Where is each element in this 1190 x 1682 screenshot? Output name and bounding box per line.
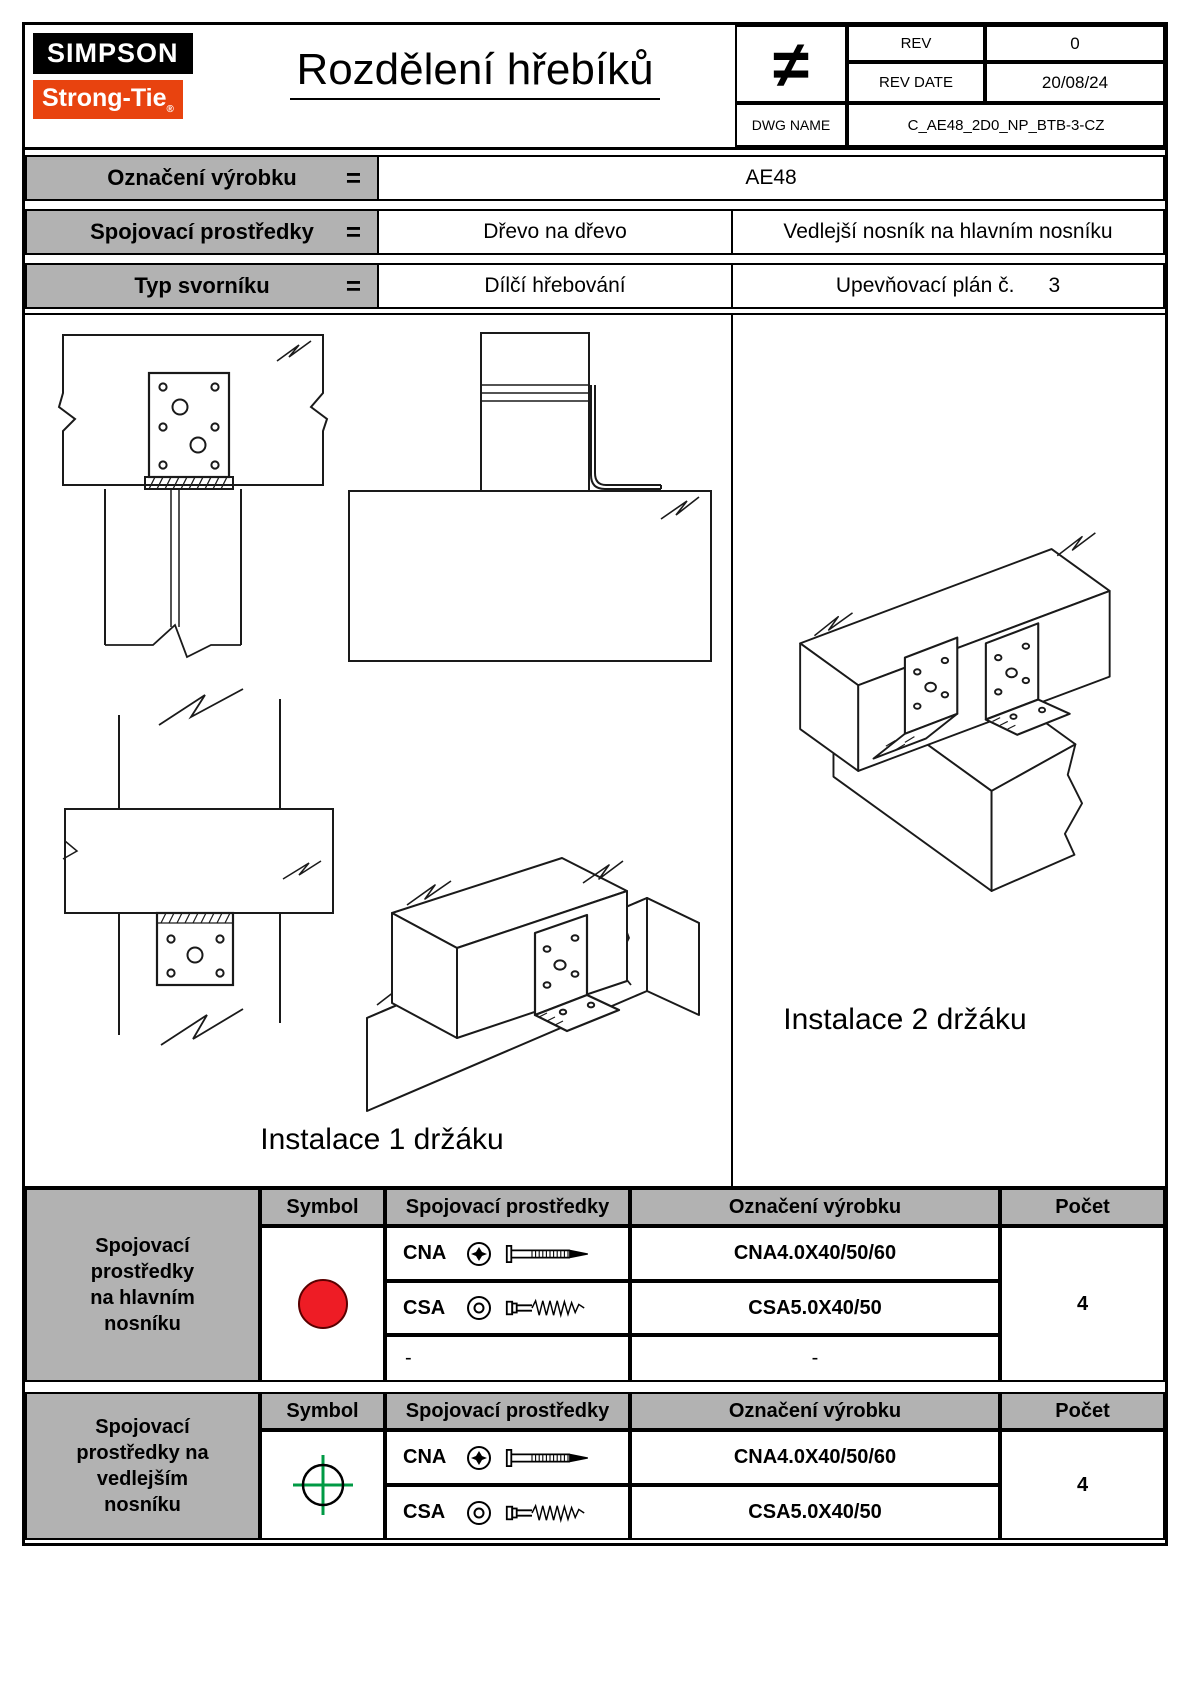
not-equal-icon: ≠ [735, 25, 847, 103]
product-label-cell: Označení výrobku = [27, 157, 379, 199]
rev-date-value: 20/08/24 [985, 62, 1165, 103]
product-value: AE48 [745, 166, 797, 189]
sheet-frame: SIMPSON Strong-Tie® Rozdělení hřebíků ≠ … [22, 22, 1168, 1546]
header-divider [25, 147, 1165, 150]
fasteners-value-2: Vedlejší nosník na hlavním nosníku [783, 220, 1113, 243]
table2-col-product: Označení výrobku [630, 1392, 1000, 1430]
bolt-type-label: Typ svorníku [134, 273, 270, 298]
cna-code: CNA [403, 1446, 447, 1468]
install-1-caption: Instalace 1 držáku [260, 1123, 504, 1156]
bolt-type-label-cell: Typ svorníku = [27, 265, 379, 307]
equals-sign: = [345, 270, 361, 301]
bottom-view-drawing [62, 688, 334, 1046]
table2-product-csa: CSA5.0X40/50 [630, 1485, 1000, 1540]
side-view-drawing [348, 332, 712, 662]
nail-pictogram-icon [505, 1448, 588, 1467]
fastening-plan-cell: Upevňovací plán č. 3 [733, 265, 1163, 307]
table2-fastener-cna: CNA [385, 1430, 630, 1485]
drawing-divider [731, 315, 733, 1186]
table1-fastener-csa: CSA [385, 1281, 630, 1335]
page-title: Rozdělení hřebíků [290, 45, 660, 100]
table1-col-product: Označení výrobku [630, 1188, 1000, 1226]
screw-pictogram-icon [505, 1503, 585, 1523]
csa-code: CSA [403, 1501, 446, 1523]
strongtie-label: Strong-Tie [42, 84, 167, 112]
title-block: SIMPSON Strong-Tie® Rozdělení hřebíků ≠ … [25, 25, 1165, 150]
title-wrap: Rozdělení hřebíků [220, 45, 730, 100]
nail-head-icon [467, 1445, 491, 1470]
nail-head-icon [467, 1241, 491, 1266]
table2-symbol-cell [260, 1430, 385, 1540]
equals-sign: = [345, 162, 361, 193]
nail-pictogram-icon [505, 1244, 588, 1263]
table1-fastener-cna: CNA [385, 1226, 630, 1281]
red-circle-symbol-icon [297, 1279, 348, 1329]
strongtie-logo-text: Strong-Tie® [33, 80, 183, 119]
isometric-install-1-drawing [366, 857, 700, 1112]
registered-mark: ® [166, 104, 174, 115]
table1-row-header: Spojovací prostředky na hlavním nosníku [25, 1188, 260, 1382]
table1-count-cell: 4 [1000, 1226, 1165, 1382]
rev-date-label: REV DATE [847, 62, 985, 103]
fasteners-label: Spojovací prostředky [90, 219, 314, 244]
table2-product-cna: CNA4.0X40/50/60 [630, 1430, 1000, 1485]
table1-symbol-cell [260, 1226, 385, 1382]
info-row-fasteners: Spojovací prostředky = Dřevo na dřevo Ve… [25, 209, 1165, 255]
fastener-table-main-beam: Spojovací prostředky na hlavním nosníku … [25, 1188, 1165, 1382]
fastener-table-secondary-beam: Spojovací prostředky na vedlejším nosník… [25, 1392, 1165, 1540]
rev-label: REV [847, 25, 985, 62]
table1-product-csa: CSA5.0X40/50 [630, 1281, 1000, 1335]
dwg-name-label: DWG NAME [735, 103, 847, 147]
fastening-plan-label: Upevňovací plán č. [835, 274, 1015, 297]
install-2-caption: Instalace 2 držáku [783, 1003, 1027, 1036]
drawing-area: Instalace 1 držáku [25, 313, 1165, 1188]
table1-product-cna: CNA4.0X40/50/60 [630, 1226, 1000, 1281]
front-view-drawing [57, 334, 329, 659]
table1-col-symbol: Symbol [260, 1188, 385, 1226]
not-equal-glyph: ≠ [772, 27, 810, 101]
cna-code: CNA [403, 1242, 447, 1264]
equals-sign: = [345, 216, 361, 247]
screw-pictogram-icon [505, 1298, 585, 1319]
info-row-product: Označení výrobku = AE48 [25, 155, 1165, 201]
product-label: Označení výrobku [107, 165, 297, 190]
screw-head-icon [467, 1296, 491, 1320]
csa-code: CSA [403, 1296, 446, 1319]
table1-product-empty: - [630, 1335, 1000, 1382]
green-crosshair-symbol-icon [292, 1455, 353, 1515]
fasteners-value-1: Dřevo na dřevo [379, 211, 733, 253]
table2-col-symbol: Symbol [260, 1392, 385, 1430]
table1-fastener-empty: - [385, 1335, 630, 1382]
info-row-bolt-type: Typ svorníku = Dílčí hřebování Upevňovac… [25, 263, 1165, 309]
table2-row-header: Spojovací prostředky na vedlejším nosník… [25, 1392, 260, 1540]
isometric-install-2-drawing [799, 532, 1111, 892]
company-logo: SIMPSON Strong-Tie® [33, 33, 193, 119]
table1-col-fasteners: Spojovací prostředky [385, 1188, 630, 1226]
table1-col-count: Počet [1000, 1188, 1165, 1226]
screw-head-icon [467, 1500, 491, 1525]
fasteners-label-cell: Spojovací prostředky = [27, 211, 379, 253]
table2-col-fasteners: Spojovací prostředky [385, 1392, 630, 1430]
simpson-logo-text: SIMPSON [33, 33, 193, 74]
table2-count-cell: 4 [1000, 1430, 1165, 1540]
bolt-type-value: Dílčí hřebování [379, 265, 733, 307]
table2-fastener-csa: CSA [385, 1485, 630, 1540]
fastening-plan-number: 3 [1048, 274, 1061, 297]
rev-value: 0 [985, 25, 1165, 62]
dwg-name-value: C_AE48_2D0_NP_BTB-3-CZ [847, 103, 1165, 147]
table2-col-count: Počet [1000, 1392, 1165, 1430]
